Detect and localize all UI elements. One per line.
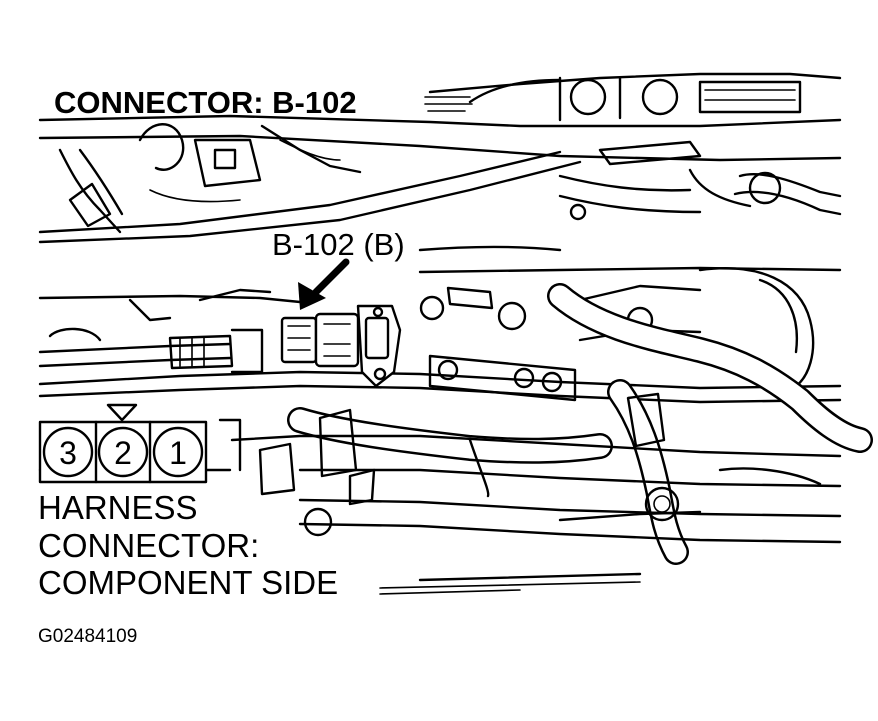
engine-line-art	[38, 72, 873, 595]
connector-b-102	[280, 304, 402, 388]
connector-pin-diagram: 3 2 1	[38, 403, 208, 484]
harness-caption-line-1: HARNESS	[38, 489, 198, 526]
harness-caption-line-2: CONNECTOR:	[38, 527, 259, 564]
figure-id: G02484109	[38, 626, 137, 647]
pin-label-2: 2	[114, 435, 132, 471]
diagram-title: CONNECTOR: B-102	[54, 85, 357, 120]
pin-3	[42, 426, 94, 478]
pin-side-marker-icon	[106, 403, 138, 422]
harness-caption-line-3: COMPONENT SIDE	[38, 564, 338, 601]
pin-1	[152, 426, 204, 478]
pin-2	[97, 426, 149, 478]
pin-label-1: 1	[169, 435, 187, 471]
pin-label-3: 3	[59, 435, 77, 471]
callout-arrow	[298, 258, 350, 310]
harness-caption: HARNESS CONNECTOR: COMPONENT SIDE	[38, 489, 338, 601]
callout-label: B-102 (B)	[272, 227, 405, 262]
